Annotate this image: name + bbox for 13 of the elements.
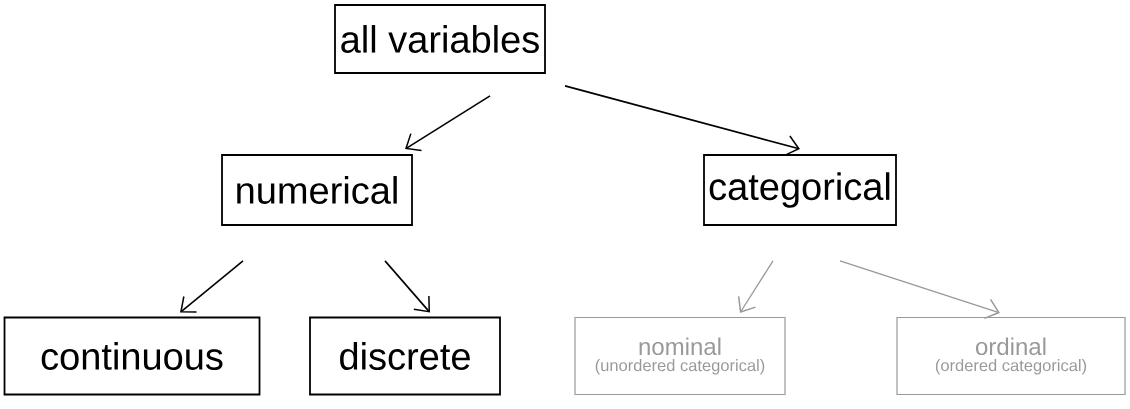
- category-box: ordinal (ordered categorical): [896, 316, 1126, 396]
- arrow: [839, 260, 1000, 320]
- category-box: continuous: [3, 316, 261, 396]
- category-box: categorical: [703, 154, 897, 226]
- category-box: discrete: [309, 316, 501, 396]
- arrow: [737, 260, 774, 313]
- category-box: nominal (unordered categorical): [574, 316, 786, 396]
- arrow: [180, 260, 244, 313]
- arrow: [384, 260, 430, 313]
- category-box: all variables: [334, 4, 546, 74]
- arrow: [564, 85, 800, 157]
- arrow: [405, 95, 491, 152]
- category-box: numerical: [221, 154, 413, 226]
